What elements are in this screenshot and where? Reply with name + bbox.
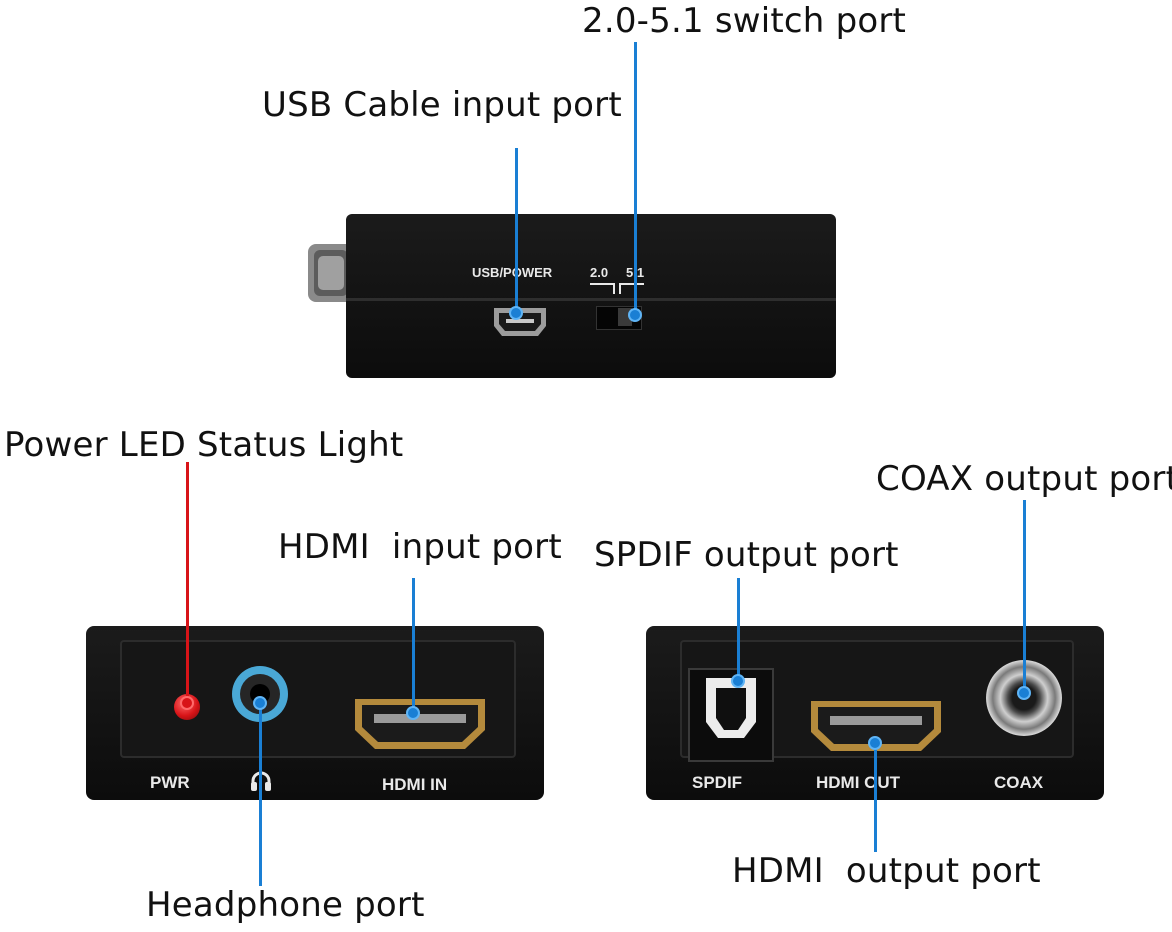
callout-power-led: Power LED Status Light <box>4 425 404 465</box>
leader-dot-hdmi-in <box>406 706 420 720</box>
device-top-seam <box>346 298 836 301</box>
callout-coax-output: COAX output port <box>876 459 1172 499</box>
callout-hdmi-input: HDMI input port <box>278 527 562 567</box>
leader-hdmi-out <box>874 740 877 852</box>
callout-usb-port: USB Cable input port <box>262 85 622 125</box>
callout-switch-port: 2.0-5.1 switch port <box>582 1 907 41</box>
leader-dot-headphone <box>253 696 267 710</box>
coax-barrel-side <box>308 244 354 302</box>
hdmi-out-label: HDMI OUT <box>816 773 901 792</box>
leader-switch <box>634 42 637 316</box>
leader-dot-spdif <box>731 674 745 688</box>
leader-hdmi-in <box>412 578 415 714</box>
leader-dot-led <box>180 696 194 710</box>
leader-dot-hdmi-out <box>868 736 882 750</box>
hdmi-in-port <box>355 699 485 749</box>
leader-coax <box>1023 500 1026 692</box>
leader-headphone <box>259 700 262 886</box>
callout-headphone: Headphone port <box>146 885 425 925</box>
headphone-icon <box>251 771 271 791</box>
pwr-label: PWR <box>150 773 190 792</box>
leader-dot-usb <box>509 306 523 320</box>
usb-power-label: USB/POWER <box>472 265 553 280</box>
hdmi-out-port <box>811 701 941 751</box>
leader-dot-switch <box>628 308 642 322</box>
leader-usb <box>515 148 518 312</box>
hdmi-in-label: HDMI IN <box>382 775 448 794</box>
switch-20-label: 2.0 <box>590 265 609 280</box>
leader-spdif <box>737 578 740 682</box>
spdif-label: SPDIF <box>692 773 743 792</box>
callout-spdif-output: SPDIF output port <box>594 535 899 575</box>
mini-usb-port <box>494 308 546 336</box>
leader-dot-coax <box>1017 686 1031 700</box>
device-top-body <box>346 214 836 378</box>
callout-hdmi-output: HDMI output port <box>732 851 1041 891</box>
coax-label: COAX <box>994 773 1044 792</box>
switch-bracket <box>590 283 644 294</box>
leader-led <box>186 462 189 702</box>
